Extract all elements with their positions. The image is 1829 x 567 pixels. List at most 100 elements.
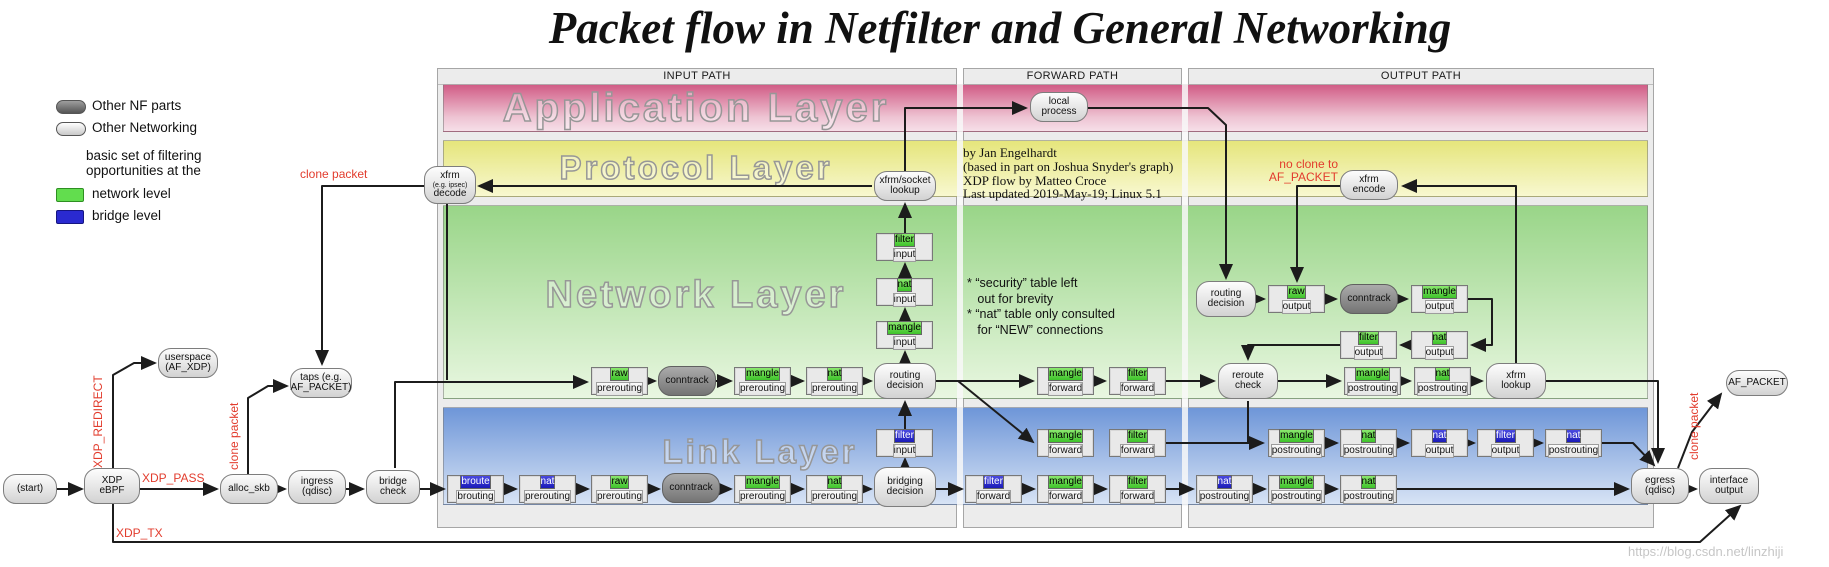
chain-name-label: input <box>892 335 917 350</box>
chain-name-label: input <box>892 443 917 458</box>
chain-name-label: forward <box>1119 443 1156 458</box>
chain-table-label: mangle <box>1422 284 1457 299</box>
edge <box>1290 185 1340 283</box>
node-label-line: (qdisc) <box>1644 485 1675 496</box>
chain-table-label: filter <box>894 232 915 247</box>
node-label-line: bridging <box>887 475 923 487</box>
chain-table-label: filter <box>894 428 915 443</box>
node-label-line: interface <box>1709 474 1749 486</box>
chain-table-label: nat <box>1431 428 1448 443</box>
node-label-line: xfrm/socket <box>879 174 931 186</box>
edge <box>957 380 1035 444</box>
chain-table-label: mangle <box>745 366 780 381</box>
chain-table-label: mangle <box>745 474 780 489</box>
chain-table-label: broute <box>460 474 491 489</box>
chain-name-label: input <box>892 292 917 307</box>
chain-table-label: nat <box>1565 428 1582 443</box>
node-label-line: alloc_skb <box>228 482 270 494</box>
node-label-line: (e.g. ipsec) <box>432 181 468 189</box>
other-nf-parts-label: Other NF parts <box>92 98 182 113</box>
node-label-line: eBPF <box>99 485 125 496</box>
edge <box>112 504 1742 543</box>
node-label-line: reroute <box>1232 369 1264 381</box>
chain-name-label: postrouting <box>1416 381 1469 396</box>
chain-table-label: raw <box>610 474 629 489</box>
chain-table-label: filter <box>1127 366 1148 381</box>
node-taps-afpacket: taps (e.g.AF_PACKET) <box>290 368 352 398</box>
chain-table-label: raw <box>1287 284 1306 299</box>
chain-name-label: prerouting <box>810 381 859 396</box>
node-label-line: process <box>1041 106 1077 117</box>
node-label-line: (qdisc) <box>301 486 332 497</box>
chain-name-label: postrouting <box>1270 489 1323 504</box>
chain-table-label: nat <box>1434 366 1451 381</box>
network-level-swatch <box>56 188 84 202</box>
protocol-layer-label: Protocol Layer <box>559 148 833 187</box>
no-clone-label: no clone to AF_PACKET <box>1268 157 1338 184</box>
clone-packet-label-taps: clone packet <box>227 402 241 470</box>
edge <box>1247 401 1260 444</box>
chain-name-label: brouting <box>456 489 495 504</box>
clone-packet-label-xfrm: clone packet <box>300 167 368 181</box>
node-alloc-skb: alloc_skb <box>220 474 278 504</box>
chain-table-label: filter <box>1358 330 1379 345</box>
node-label-line: xfrm <box>1359 173 1379 185</box>
node-conntrack-net-in: conntrack <box>658 366 716 396</box>
chain-table-label: raw <box>610 366 629 381</box>
chain-name-label: forward <box>975 489 1012 504</box>
node-conntrack-bridge: conntrack <box>662 473 720 503</box>
chain-name-label: prerouting <box>523 489 572 504</box>
chain-name-label: output <box>1424 345 1455 360</box>
chain-name-label: forward <box>1047 443 1084 458</box>
node-label-line: check <box>379 486 407 497</box>
chain-name-label: prerouting <box>595 489 644 504</box>
node-label-line: output <box>1715 485 1743 496</box>
chain-name-label: postrouting <box>1270 443 1323 458</box>
node-ingress-qdisc: ingress(qdisc) <box>288 470 346 504</box>
chain-table-label: nat <box>896 277 913 292</box>
network-layer-label: Network Layer <box>545 273 847 317</box>
node-label-line: egress <box>1644 474 1675 486</box>
chain-name-label: prerouting <box>810 489 859 504</box>
network-level-label: network level <box>92 186 171 201</box>
xdp-tx-label: XDP_TX <box>116 526 163 540</box>
node-label-line: AF_PACKET <box>1728 376 1786 388</box>
edge <box>1241 344 1340 361</box>
chain-name-label: prerouting <box>595 381 644 396</box>
chain-name-label: input <box>892 247 917 262</box>
node-label-line: conntrack <box>665 374 709 386</box>
chain-table-label: filter <box>1495 428 1516 443</box>
chain-name-label: forward <box>1119 381 1156 396</box>
node-label-line: userspace <box>164 351 212 363</box>
node-label-line: ingress <box>300 475 334 487</box>
other-networking-label: Other Networking <box>92 120 198 135</box>
node-label-line: decision <box>886 486 924 497</box>
node-egress-qdisc: egress(qdisc) <box>1631 468 1689 504</box>
chain-name-label: postrouting <box>1342 443 1395 458</box>
